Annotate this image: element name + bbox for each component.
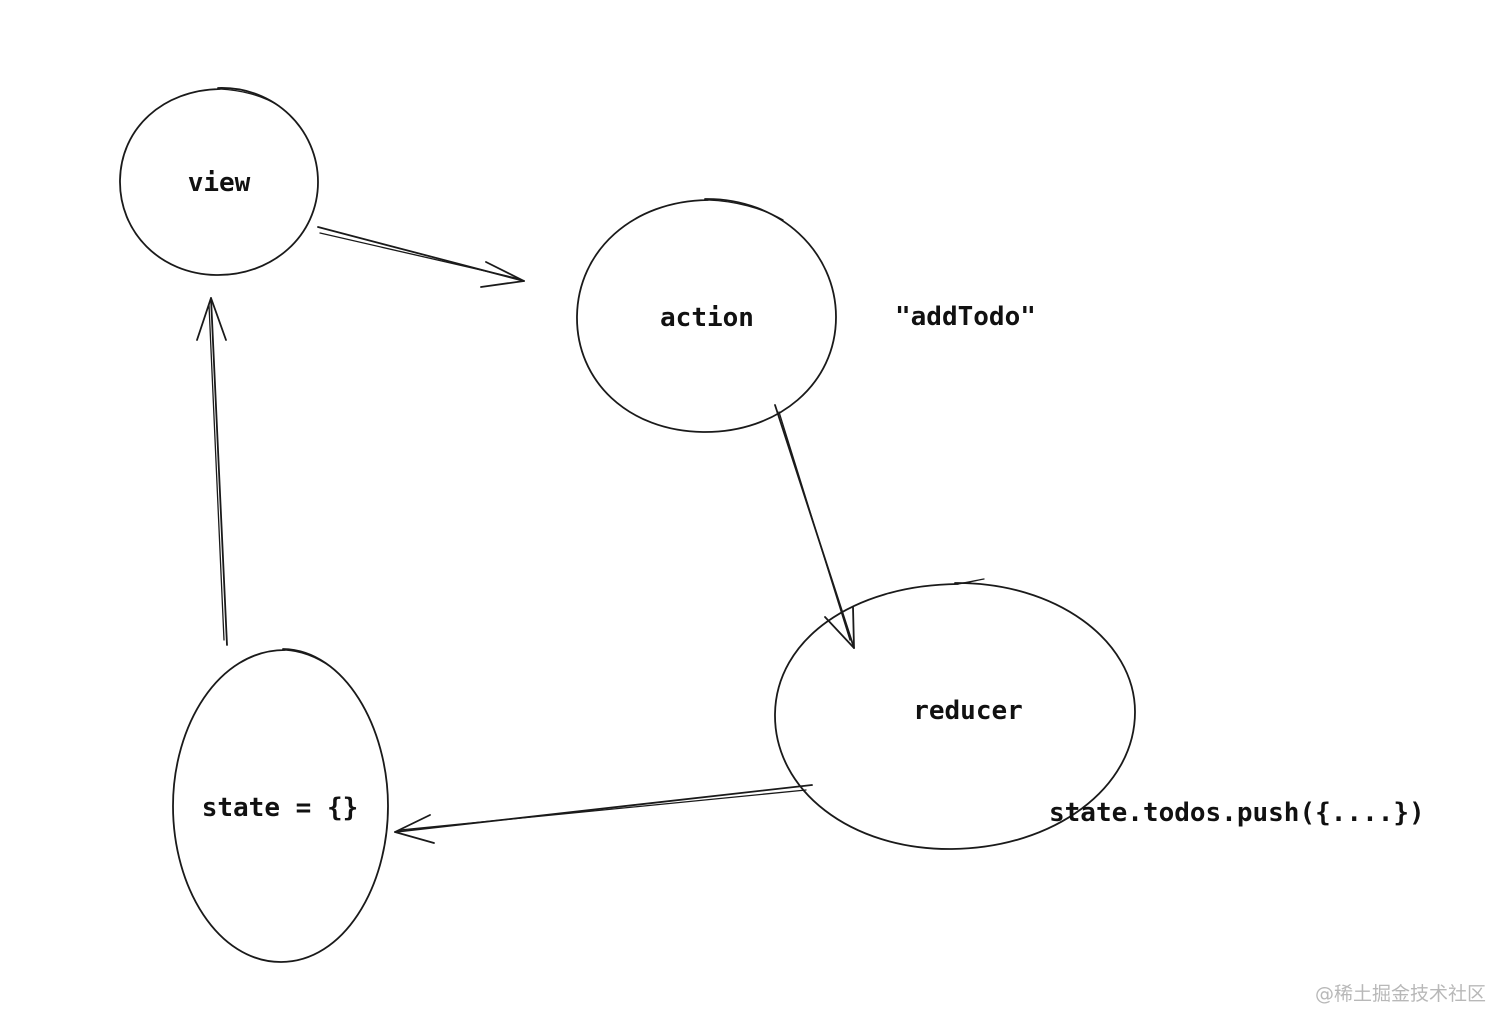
view-node: view: [119, 87, 319, 276]
reducer-ellipse: [774, 582, 1136, 850]
view-label: view: [188, 168, 251, 198]
action-circle-overlap: [707, 199, 784, 221]
reducer-code-annotation: state.todos.push({....}): [1049, 798, 1425, 828]
state-node: state = {}: [172, 648, 389, 963]
watermark-text: @稀土掘金技术社区: [1315, 983, 1486, 1005]
state-ellipse: [172, 648, 389, 963]
arrow-action-to-reducer-line-double: [778, 411, 851, 641]
arrow-state-to-view-line-double: [208, 304, 225, 641]
action-type-annotation: "addTodo": [895, 302, 1036, 332]
state-ellipse-overlap: [284, 649, 332, 668]
arrow-view-to-action: [317, 226, 525, 288]
action-label: action: [660, 303, 754, 333]
reducer-label: reducer: [913, 696, 1023, 726]
arrow-action-to-reducer-head: [824, 606, 855, 649]
arrow-reducer-to-state-head: [394, 814, 435, 844]
reducer-ellipse-overlap: [957, 578, 985, 585]
state-label: state = {}: [202, 793, 359, 823]
view-circle: [119, 87, 319, 276]
arrow-state-to-view-line: [210, 297, 228, 646]
arrow-action-to-reducer: [774, 404, 855, 649]
arrow-state-to-view-head: [196, 297, 227, 341]
arrow-state-to-view: [196, 297, 228, 646]
arrow-view-to-action-head: [480, 261, 525, 288]
view-circle-overlap: [219, 88, 280, 107]
action-circle: [576, 198, 837, 433]
reducer-node: reducer: [774, 578, 1136, 850]
action-node: action: [576, 198, 837, 433]
arrow-reducer-to-state-line-double: [399, 789, 807, 831]
arrow-reducer-to-state: [394, 784, 813, 844]
arrow-view-to-action-line-double: [319, 232, 521, 280]
